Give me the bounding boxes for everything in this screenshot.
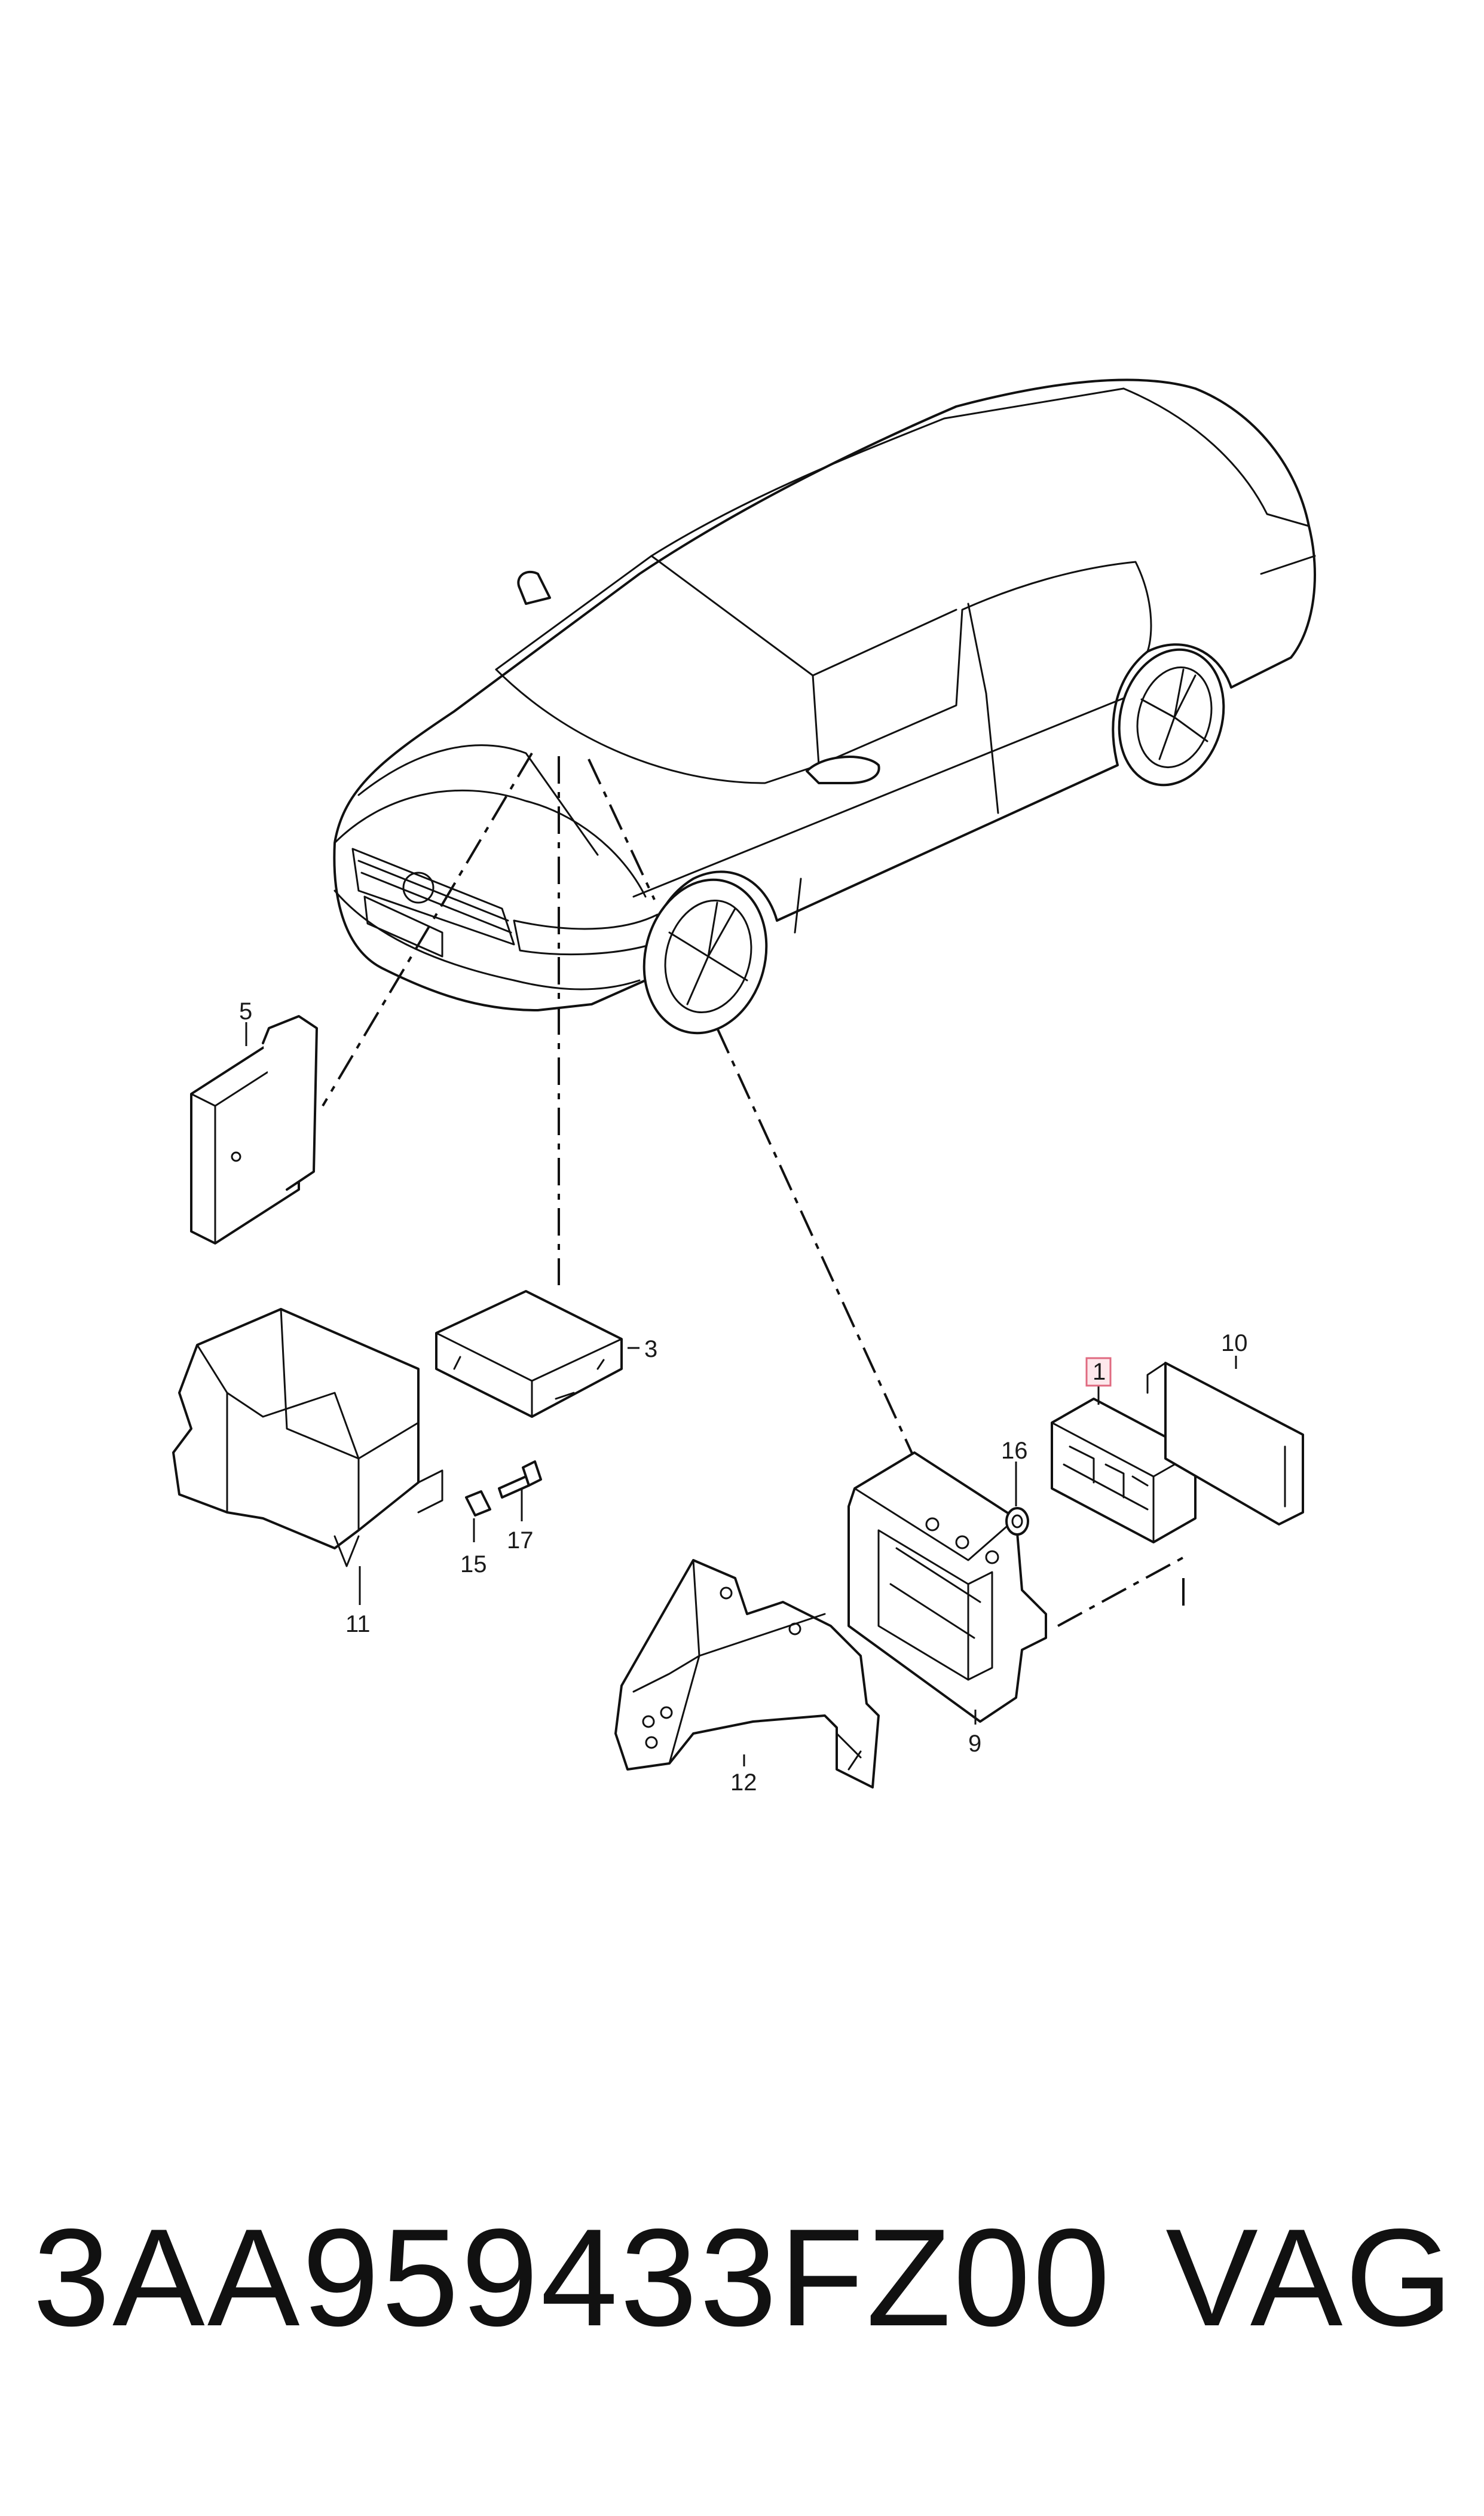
- callout-leaders: [245, 1022, 1237, 1766]
- brand-label: VAG: [1165, 2200, 1455, 2355]
- callout-11: 11: [345, 1611, 371, 1637]
- part-1-control-module: [1051, 1398, 1197, 1543]
- part-12-bracket: [614, 1559, 880, 1789]
- callout-highlight-box: [1085, 1357, 1112, 1387]
- part-number: 3AA959433FZ00: [33, 2200, 1113, 2355]
- callout-9: 9: [968, 1731, 981, 1757]
- callout-12: 12: [730, 1769, 757, 1796]
- callout-1: 1: [1093, 1359, 1106, 1385]
- callout-3: 3: [644, 1336, 657, 1362]
- part-16-nut: [1005, 1507, 1029, 1536]
- part-3-control-unit: [435, 1290, 623, 1418]
- part-9-mounting-frame: [847, 1451, 1047, 1723]
- part-17-bolt: [498, 1460, 542, 1499]
- footer-caption: 3AA959433FZ00 VAG: [33, 2200, 1455, 2355]
- callout-5: 5: [239, 998, 252, 1025]
- guide-lines: [322, 752, 1190, 1627]
- callout-10: 10: [1221, 1330, 1248, 1356]
- car-illustration: [333, 378, 1316, 1035]
- part-10-cover-plate: [1146, 1362, 1304, 1526]
- part-11-bracket-tray: [172, 1308, 443, 1567]
- part-15-clip-nut: [465, 1490, 491, 1517]
- callout-16: 16: [1001, 1438, 1028, 1464]
- callout-labels: 1 3 5 9 10 11 12 15 16 17: [239, 998, 1248, 1796]
- callout-17: 17: [507, 1527, 534, 1554]
- part-5-control-module: [190, 1015, 318, 1245]
- callout-15: 15: [460, 1551, 487, 1578]
